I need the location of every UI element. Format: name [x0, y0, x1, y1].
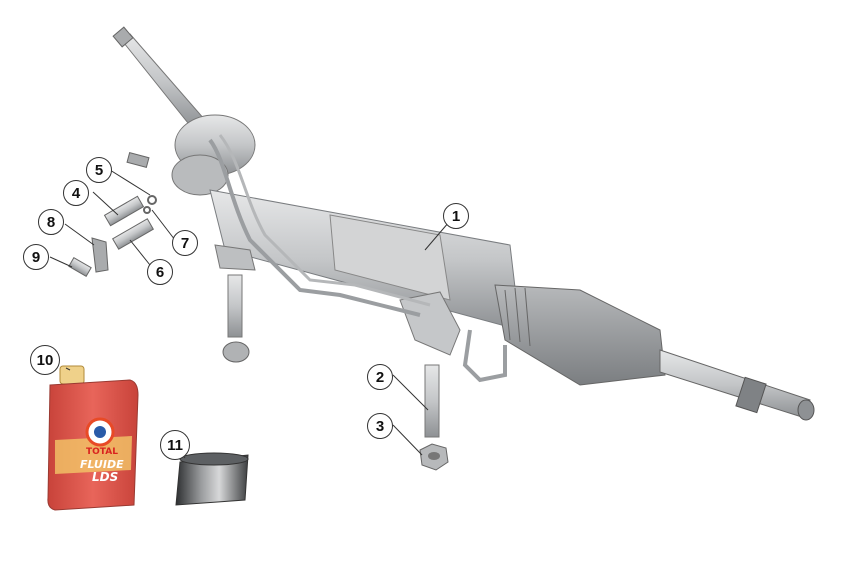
steering-rack: [112, 26, 815, 421]
callout-5[interactable]: 5: [86, 157, 112, 183]
fluid-bottle: [47, 365, 139, 511]
banjo-fittings: [68, 151, 157, 278]
callout-7[interactable]: 7: [172, 230, 198, 256]
callout-2[interactable]: 2: [367, 364, 393, 390]
mounting-nut: [419, 443, 449, 471]
callout-10[interactable]: 10: [30, 345, 60, 375]
callout-9[interactable]: 9: [23, 244, 49, 270]
callout-3[interactable]: 3: [367, 413, 393, 439]
sleeve: [175, 452, 249, 506]
bottle-product-line2: LDS: [92, 470, 119, 484]
callout-1[interactable]: 1: [443, 203, 469, 229]
callout-6[interactable]: 6: [147, 259, 173, 285]
callout-11[interactable]: 11: [160, 430, 190, 460]
mounting-bolt: [424, 364, 440, 438]
callout-8[interactable]: 8: [38, 209, 64, 235]
bottle-product-line1: FLUIDE: [80, 458, 124, 471]
bottle-brand: TOTAL: [86, 447, 118, 457]
callout-4[interactable]: 4: [63, 180, 89, 206]
